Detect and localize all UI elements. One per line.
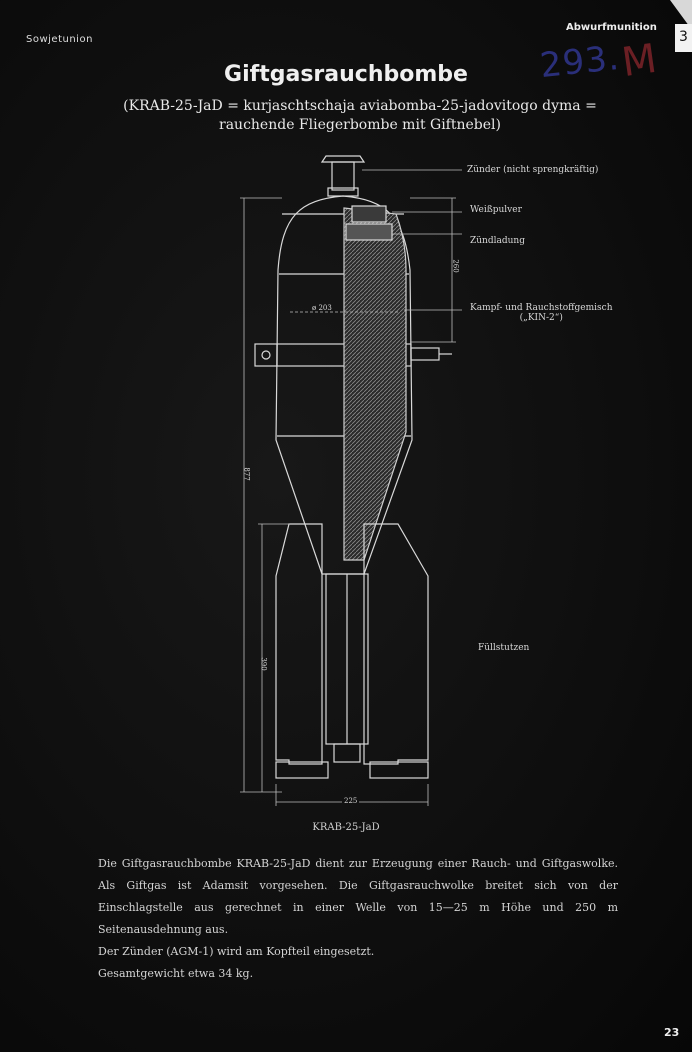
suspension-lug-left: [254, 343, 278, 367]
country-header: Sowjetunion: [26, 34, 93, 45]
figure-caption: KRAB-25-JaD: [312, 822, 380, 833]
category-header: Abwurfmunition: [566, 22, 657, 33]
dimension-tail-width: 225: [342, 797, 360, 805]
body-paragraph-3: Gesamtgewicht etwa 34 kg.: [98, 967, 254, 980]
body-paragraph-2: Der Zünder (AGM-1) wird am Kopfteil eing…: [98, 945, 375, 958]
tail-fin-right: [363, 523, 429, 765]
fuze-body: [331, 161, 355, 191]
label-white-powder: Weißpulver: [470, 205, 522, 215]
label-igniter: Zündladung: [470, 236, 525, 246]
subtitle-line-2: rauchende Fliegerbombe mit Giftnebel): [219, 117, 501, 133]
suspension-lug-right: [410, 347, 440, 361]
tail-ring-right: [369, 761, 429, 779]
body-paragraph-1: Die Giftgasrauchbombe KRAB-25-JaD dient …: [98, 857, 618, 936]
fuze-cap: [320, 155, 366, 163]
tail-fin-left: [275, 523, 323, 765]
subtitle-line-1: (KRAB-25-JaD = kurjaschtschaja aviabomba…: [123, 98, 597, 114]
white-powder-compartment: [351, 205, 387, 223]
page-tab: 3: [675, 24, 692, 52]
page-number: 23: [664, 1026, 680, 1039]
filler-neck: [333, 743, 361, 763]
page-corner-fold: [670, 0, 692, 30]
page-subtitle: (KRAB-25-JaD = kurjaschtschaja aviabomba…: [60, 97, 660, 135]
igniter-charge: [345, 223, 393, 241]
label-fuze: Zünder (nicht sprengkräftig): [467, 165, 599, 175]
label-filler-neck: Füllstutzen: [478, 643, 530, 653]
dimension-tail-length: 390: [259, 657, 268, 671]
body-text: Die Giftgasrauchbombe KRAB-25-JaD dient …: [98, 853, 618, 985]
label-mixture-line-2: („KIN-2“): [519, 313, 563, 323]
dimension-upper-length: 260: [451, 259, 460, 273]
dimension-total-length: 877: [242, 467, 251, 481]
agent-mixture-fill: [343, 207, 407, 561]
dimension-diameter: ø 203: [312, 304, 332, 312]
tail-ring-left: [275, 761, 329, 779]
label-mixture: Kampf- und Rauchstoffgemisch („KIN-2“): [470, 303, 613, 323]
page-title: Giftgasrauchbombe: [224, 62, 468, 87]
label-mixture-line-1: Kampf- und Rauchstoffgemisch: [470, 303, 613, 313]
